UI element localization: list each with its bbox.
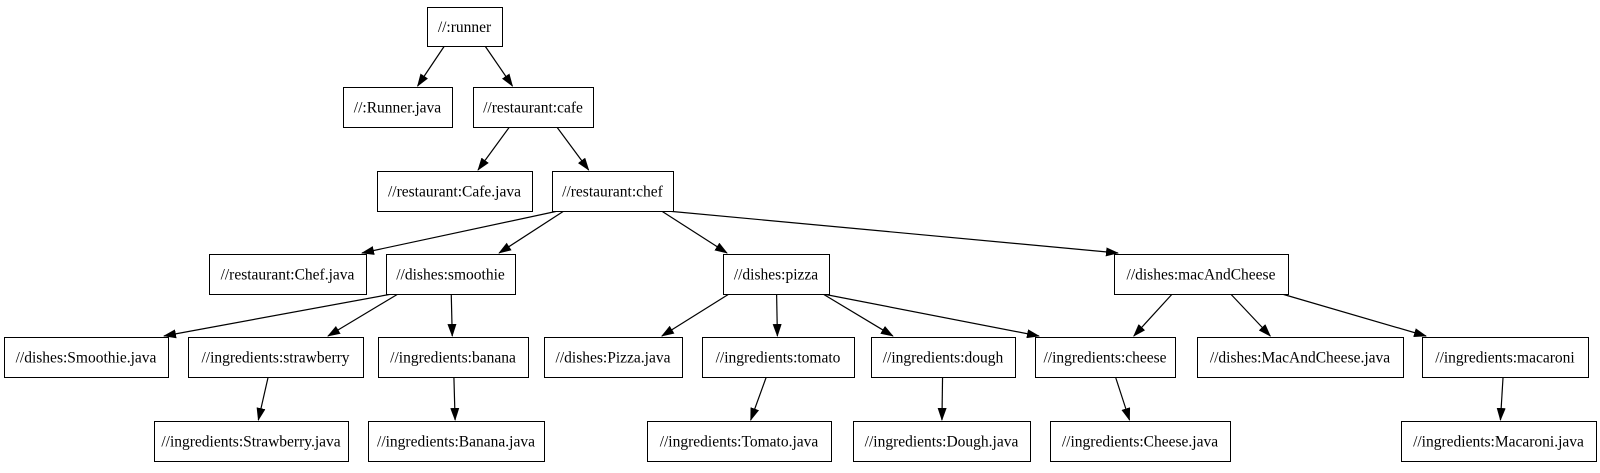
edge-cafe-to-chef [556,126,590,171]
node-banana: //ingredients:banana [378,337,529,378]
node-box-mac-and-cheese-java [1197,337,1404,378]
node-layer: //:runner //:Runner.java //restaurant:cafe… [4,7,1597,462]
node-box-tomato-java [647,421,832,462]
node-runner-java: //:Runner.java [343,87,453,128]
node-label-strawberry-java: //ingredients:Strawberry.java [161,434,340,451]
node-label-strawberry: //ingredients:strawberry [201,350,349,367]
node-strawberry: //ingredients:strawberry [188,337,364,378]
edge-pizza-to-cheese [822,293,1040,339]
edge-pizza-to-tomato [772,293,782,337]
node-mac-and-cheese: //dishes:macAndCheese [1114,254,1289,295]
node-cafe-java: //restaurant:Cafe.java [377,171,533,212]
node-label-macaroni-java: //ingredients:Macaroni.java [1413,434,1584,451]
node-macaroni: //ingredients:macaroni [1422,337,1589,378]
edge-mac-and-cheese-to-mac-and-cheese-java [1230,293,1271,337]
node-strawberry-java: //ingredients:Strawberry.java [154,421,349,462]
edge-chef-to-smoothie [498,210,565,254]
edge-mac-and-cheese-to-macaroni [1281,293,1427,337]
edge-chef-to-chef-java [361,210,559,255]
node-box-pizza [723,254,830,295]
node-smoothie-java: //dishes:Smoothie.java [4,337,169,378]
node-label-banana: //ingredients:banana [390,350,516,367]
node-pizza: //dishes:pizza [723,254,830,295]
node-label-chef-java: //restaurant:Chef.java [221,267,355,284]
node-box-smoothie [386,254,516,295]
node-label-mac-and-cheese-java: //dishes:MacAndCheese.java [1210,350,1390,367]
node-label-runner-java: //:Runner.java [354,100,442,117]
node-label-pizza-java: //dishes:Pizza.java [556,350,671,367]
node-label-tomato-java: //ingredients:Tomato.java [660,434,819,451]
node-box-runner [427,7,503,47]
node-box-cheese [1035,337,1176,378]
edge-smoothie-to-strawberry [327,293,399,337]
edge-cafe-to-cafe-java [477,126,510,171]
node-label-smoothie: //dishes:smoothie [396,267,505,284]
edge-strawberry-to-strawberry-java [256,376,269,421]
node-dough-java: //ingredients:Dough.java [853,421,1031,462]
node-box-dough-java [853,421,1031,462]
node-box-strawberry-java [154,421,349,462]
edge-banana-to-banana-java [450,376,460,421]
node-box-runner-java [343,87,453,128]
edge-pizza-to-pizza-java [661,293,730,337]
node-label-cheese: //ingredients:cheese [1043,350,1166,367]
edge-mac-and-cheese-to-cheese [1133,293,1173,337]
node-box-mac-and-cheese [1114,254,1289,295]
node-box-tomato [702,337,855,378]
edge-cheese-to-cheese-java [1114,376,1131,421]
edge-chef-to-pizza [661,210,728,254]
edge-runner-to-cafe [484,45,514,87]
node-label-smoothie-java: //dishes:Smoothie.java [16,350,157,367]
node-box-banana [378,337,529,378]
node-tomato: //ingredients:tomato [702,337,855,378]
node-label-cheese-java: //ingredients:Cheese.java [1062,434,1218,451]
node-pizza-java: //dishes:Pizza.java [544,337,683,378]
edge-macaroni-to-macaroni-java [1496,376,1506,421]
node-cafe: //restaurant:cafe [473,87,594,128]
node-label-mac-and-cheese: //dishes:macAndCheese [1127,267,1276,284]
node-banana-java: //ingredients:Banana.java [368,421,545,462]
node-label-banana-java: //ingredients:Banana.java [377,434,535,451]
node-box-banana-java [368,421,545,462]
node-label-chef: //restaurant:chef [562,184,664,201]
node-smoothie: //dishes:smoothie [386,254,516,295]
node-runner: //:runner [427,7,503,47]
edge-pizza-to-dough [822,293,894,337]
node-label-tomato: //ingredients:tomato [716,350,841,367]
node-box-macaroni [1422,337,1589,378]
node-dough: //ingredients:dough [871,337,1016,378]
node-label-dough: //ingredients:dough [883,350,1004,367]
node-box-cafe-java [377,171,533,212]
node-label-cafe-java: //restaurant:Cafe.java [388,184,521,201]
node-box-chef-java [209,254,367,295]
node-box-pizza-java [544,337,683,378]
node-label-cafe: //restaurant:cafe [483,100,583,117]
node-label-pizza: //dishes:pizza [734,267,818,284]
node-box-dough [871,337,1016,378]
edge-layer [163,45,1506,421]
node-box-macaroni-java [1401,421,1597,462]
node-box-strawberry [188,337,364,378]
node-mac-and-cheese-java: //dishes:MacAndCheese.java [1197,337,1404,378]
node-tomato-java: //ingredients:Tomato.java [647,421,832,462]
node-macaroni-java: //ingredients:Macaroni.java [1401,421,1597,462]
edge-chef-to-mac-and-cheese [666,210,1119,257]
node-cheese: //ingredients:cheese [1035,337,1176,378]
node-box-cheese-java [1050,421,1231,462]
node-box-smoothie-java [4,337,169,378]
node-chef-java: //restaurant:Chef.java [209,254,367,295]
node-box-chef [552,171,674,212]
node-label-macaroni: //ingredients:macaroni [1435,350,1575,367]
edge-dough-to-dough-java [937,376,947,421]
edge-runner-to-runner-java [417,45,445,87]
node-chef: //restaurant:chef [552,171,674,212]
node-label-runner: //:runner [438,19,492,36]
edge-smoothie-to-banana [447,293,457,337]
edge-smoothie-to-smoothie-java [163,293,393,339]
node-cheese-java: //ingredients:Cheese.java [1050,421,1231,462]
node-box-cafe [473,87,594,128]
node-label-dough-java: //ingredients:Dough.java [865,434,1019,451]
edge-tomato-to-tomato-java [750,376,767,421]
